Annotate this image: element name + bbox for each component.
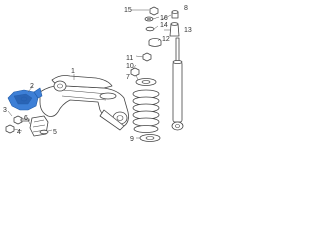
callout-7: 7: [126, 74, 130, 81]
callout-11: 11: [126, 55, 133, 62]
suspension-exploded-view: 15 16 14 8 12 13 11 7 10 1 9 2 3 4 5 6: [3, 5, 192, 143]
bracket-part-2-highlighted[interactable]: [7, 87, 43, 111]
callout-labels: 15 16 14 8 12 13 11 7 10 1 9 2 3 4 5 6: [3, 5, 192, 143]
callout-1: 1: [71, 68, 75, 75]
nut-part-15[interactable]: [149, 6, 159, 16]
callout-9: 9: [130, 136, 134, 143]
spring-seat-part-11[interactable]: [135, 78, 157, 86]
lower-spring-seat-part-10[interactable]: [139, 134, 161, 142]
callout-5: 5: [53, 129, 57, 136]
washer-part-16[interactable]: [144, 16, 154, 22]
washer-part-6[interactable]: [39, 129, 49, 135]
callout-8: 8: [184, 5, 188, 12]
callout-3: 3: [3, 107, 7, 114]
callout-13: 13: [184, 27, 192, 34]
leader-lines: [7, 9, 172, 139]
parts-diagram: 15 16 14 8 12 13 11 7 10 1 9 2 3 4 5 6: [0, 0, 200, 147]
callout-4: 4: [17, 129, 21, 136]
callout-14: 14: [160, 22, 168, 29]
callout-6: 6: [24, 115, 28, 122]
shock-absorber[interactable]: [171, 37, 184, 131]
washer-part-8[interactable]: [145, 26, 155, 32]
coil-spring[interactable]: [132, 89, 160, 133]
callout-15: 15: [124, 7, 132, 14]
bolt-part-7[interactable]: [142, 52, 152, 62]
callout-2: 2: [30, 83, 34, 90]
axle-beam-part-1[interactable]: [39, 75, 129, 131]
upper-mount-hardware: [144, 6, 180, 47]
bolt-part-9[interactable]: [130, 67, 140, 77]
callout-16: 16: [160, 15, 168, 22]
callout-10: 10: [126, 63, 134, 70]
nut-part-5[interactable]: [5, 124, 15, 134]
bolt-part-4[interactable]: [13, 115, 30, 125]
callout-12: 12: [162, 36, 170, 43]
